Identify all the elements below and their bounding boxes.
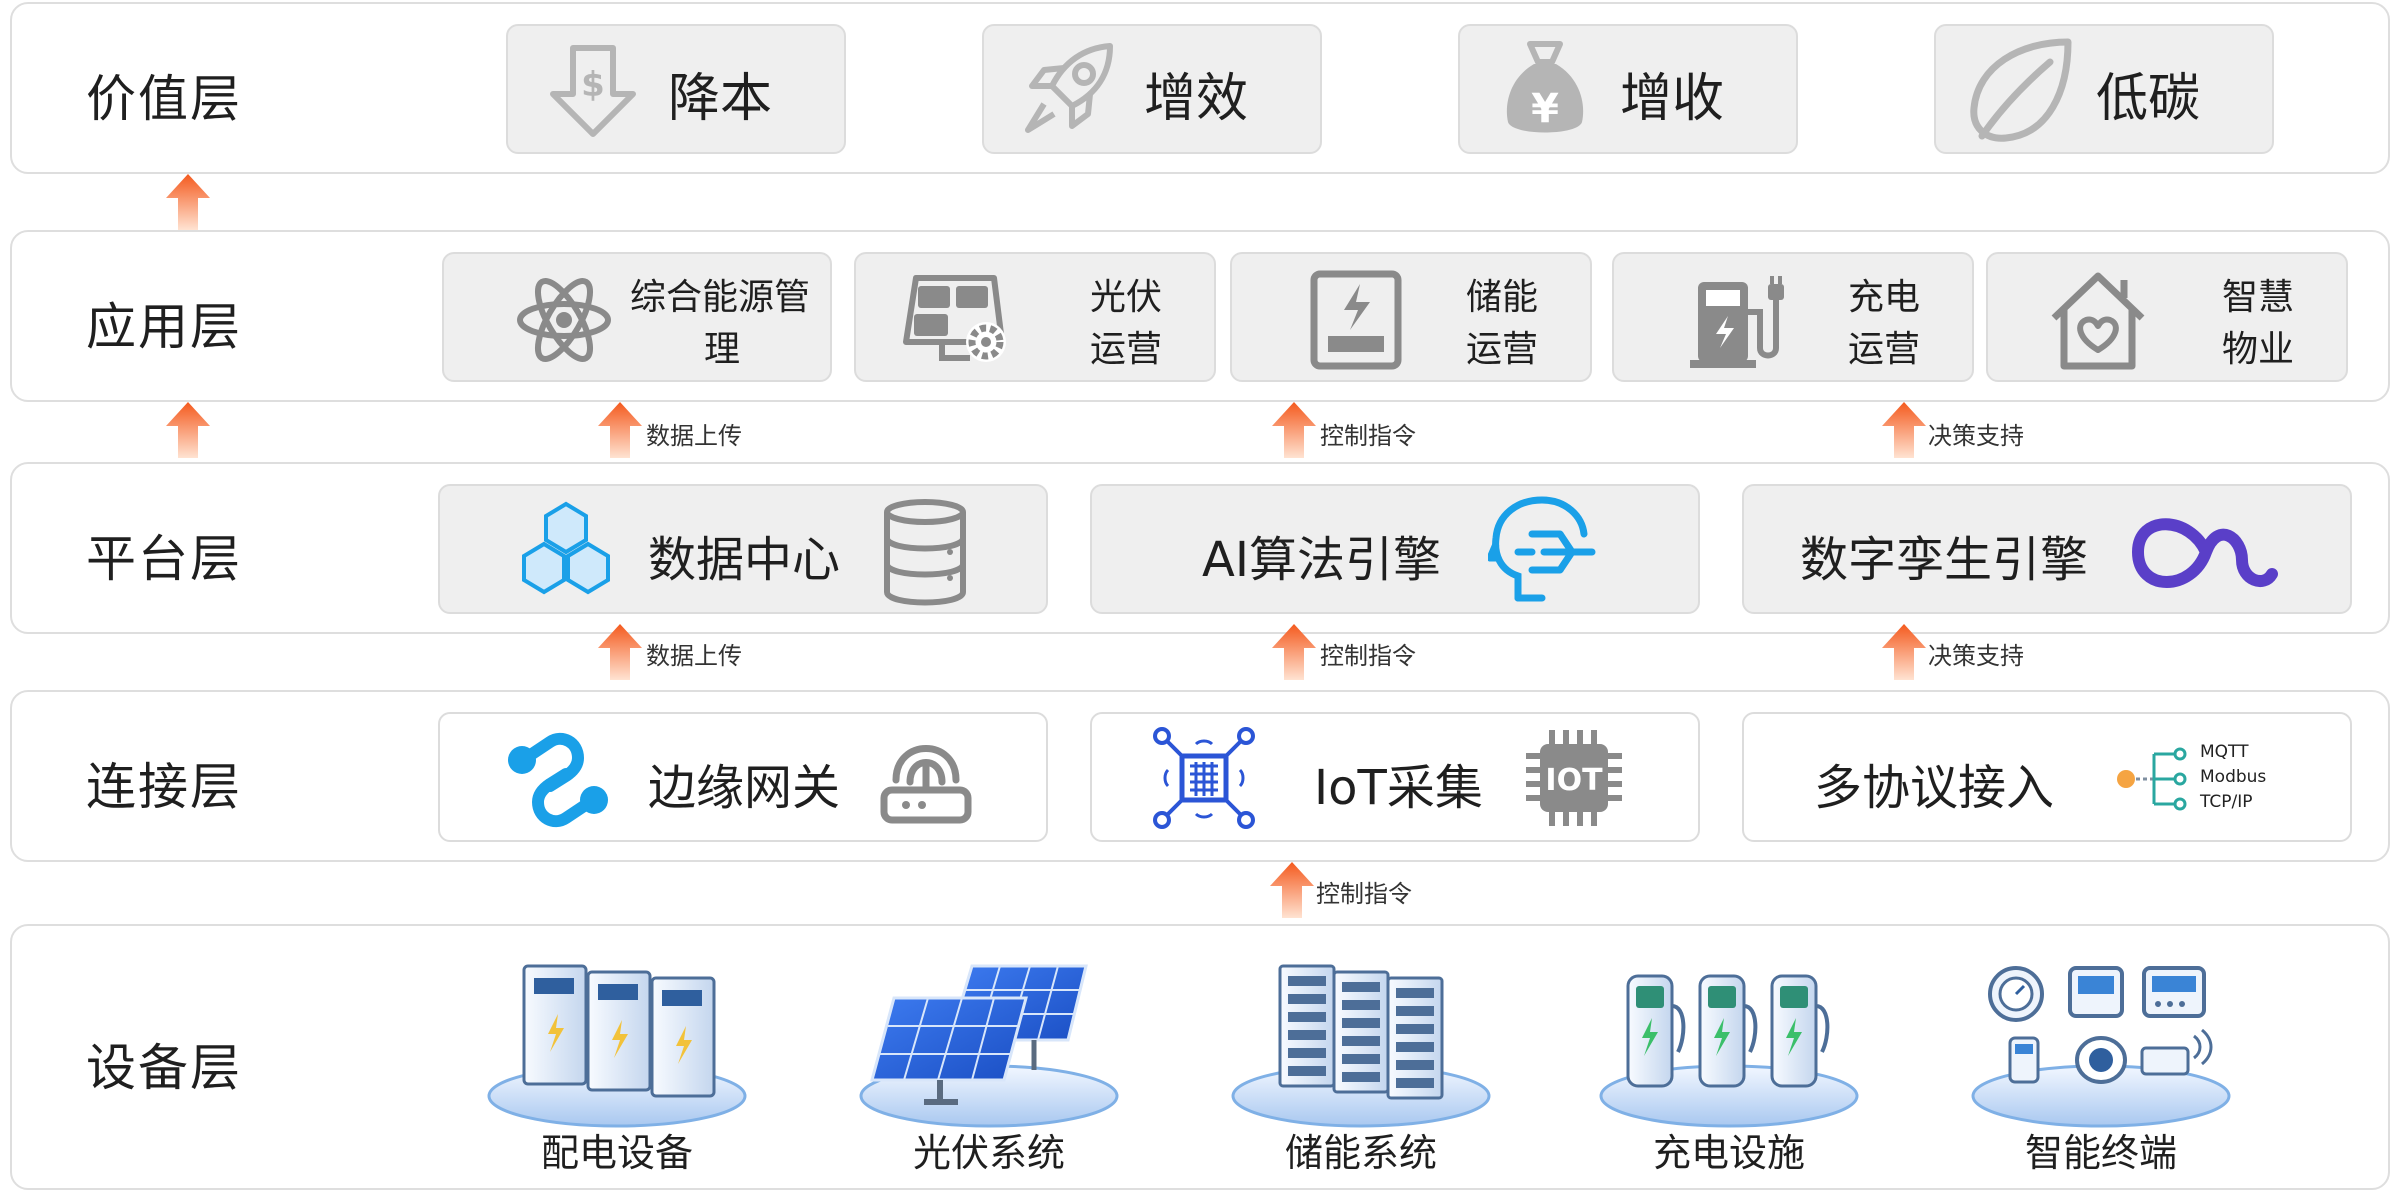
layer-title: 应用层 — [86, 298, 242, 356]
flow-label-decision: 决策支持 — [1928, 422, 2024, 450]
app-label-line1: 储能 — [1466, 277, 1539, 318]
app-label-line1: 充电 — [1848, 277, 1921, 318]
connection-label: IoT采集 — [1314, 760, 1483, 816]
connection-label: 多协议接入 — [1814, 760, 2055, 816]
flow-label-control: 控制指令 — [1320, 422, 1416, 450]
device-label: 光伏系统 — [912, 1131, 1065, 1175]
value-label: 低碳 — [2096, 69, 2201, 129]
connection-card-multi-protocol[interactable]: 多协议接入 MQTT Modbus TCP/IP — [1742, 712, 2352, 842]
platform-card-ai-engine[interactable]: AI算法引擎 — [1090, 484, 1700, 614]
atom-icon — [517, 278, 611, 362]
infinity-loop-icon — [2131, 518, 2278, 588]
up-arrow — [1272, 624, 1316, 680]
platform-card-digital-twin[interactable]: 数字孪生引擎 — [1742, 484, 2352, 614]
svg-text:$: $ — [581, 65, 605, 105]
up-arrow — [166, 174, 210, 230]
device-label: 充电设施 — [1652, 1131, 1805, 1175]
layer-title: 平台层 — [86, 530, 242, 588]
platform-layer: 平台层 数据中心 AI算法引擎 数字孪生引擎 — [10, 462, 2390, 634]
layer-title: 设备层 — [86, 1039, 242, 1097]
application-layer: 应用层 综合能源管 理 光伏 运营 — [10, 230, 2390, 402]
leaf-icon — [1970, 38, 2072, 142]
house-heart-icon — [2051, 272, 2145, 370]
platform-label: AI算法引擎 — [1202, 532, 1441, 588]
value-card-low-carbon[interactable]: 低碳 — [1934, 24, 2274, 154]
solar-panel-icon — [859, 964, 1119, 1128]
up-arrow — [1270, 862, 1314, 918]
up-arrow — [166, 402, 210, 458]
app-card-smart-property[interactable]: 智慧 物业 — [1986, 252, 2348, 382]
layer-title: 连接层 — [86, 758, 242, 816]
app-label-line2: 运营 — [1848, 329, 1921, 370]
charging-station-icon — [1599, 974, 1859, 1128]
database-icon — [884, 499, 966, 606]
platform-card-data-center[interactable]: 数据中心 — [438, 484, 1048, 614]
up-arrow — [598, 402, 642, 458]
app-card-pv-operation[interactable]: 光伏 运营 — [854, 252, 1216, 382]
money-bag-yen-icon: ¥ — [1506, 41, 1584, 133]
app-card-storage-operation[interactable]: 储能 运营 — [1230, 252, 1592, 382]
chip-network-icon — [1153, 727, 1255, 829]
connection-card-edge-gateway[interactable]: 边缘网关 — [438, 712, 1048, 842]
flow-label-control: 控制指令 — [1316, 880, 1412, 908]
device-layer: 设备层 配电设备 光伏系统 — [10, 924, 2390, 1190]
app-label-line1: 智慧 — [2222, 277, 2295, 318]
app-label-line2: 理 — [704, 329, 741, 370]
router-icon — [880, 745, 972, 824]
app-card-energy-management[interactable]: 综合能源管 理 — [442, 252, 832, 382]
distribution-cabinet-icon — [487, 964, 747, 1128]
app-card-charging-operation[interactable]: 充电 运营 — [1612, 252, 1974, 382]
flow-label-upload: 数据上传 — [646, 642, 742, 670]
connection-layer: 连接层 边缘网关 IoT采集 — [10, 690, 2390, 862]
value-card-revenue[interactable]: ¥ 增收 — [1458, 24, 1798, 154]
flow-label-control: 控制指令 — [1320, 642, 1416, 670]
protocol-label: MQTT — [2200, 742, 2249, 762]
device-label: 储能系统 — [1284, 1131, 1437, 1175]
device-label: 配电设备 — [540, 1131, 693, 1175]
value-layer: 价值层 $ 降本 增效 ¥ 增收 低碳 — [10, 2, 2390, 174]
flow-label-upload: 数据上传 — [646, 422, 742, 450]
smart-terminal-icon — [1971, 966, 2231, 1128]
app-label-line1: 光伏 — [1090, 277, 1163, 318]
device-label: 智能终端 — [2024, 1131, 2177, 1175]
value-card-efficiency[interactable]: 增效 — [982, 24, 1322, 154]
svg-text:¥: ¥ — [1531, 86, 1559, 132]
svg-text:IOT: IOT — [1545, 763, 1603, 798]
value-card-cost[interactable]: $ 降本 — [506, 24, 846, 154]
flow-label-decision: 决策支持 — [1928, 642, 2024, 670]
iot-chip-icon: IOT — [1526, 730, 1622, 826]
app-label-line2: 物业 — [2222, 329, 2295, 370]
protocol-label: TCP/IP — [2200, 792, 2253, 812]
platform-label: 数字孪生引擎 — [1800, 532, 2089, 588]
hexagon-cluster-icon — [522, 501, 610, 595]
up-arrow — [598, 624, 642, 680]
storage-rack-icon — [1231, 964, 1491, 1128]
connection-label: 边缘网关 — [648, 760, 841, 816]
protocol-label: Modbus — [2200, 767, 2267, 787]
up-arrow — [1882, 402, 1926, 458]
value-label: 增效 — [1144, 69, 1249, 129]
solar-panel-gear-icon — [903, 275, 1006, 362]
rocket-icon — [1025, 43, 1113, 133]
connection-card-iot-collection[interactable]: IoT采集 IOT — [1090, 712, 1700, 842]
app-label-line2: 运营 — [1090, 329, 1163, 370]
up-arrow — [1882, 624, 1926, 680]
ai-head-icon — [1488, 496, 1596, 602]
link-icon — [508, 732, 608, 828]
app-label-line1: 综合能源管 — [630, 277, 811, 318]
up-arrow — [1272, 402, 1316, 458]
value-label: 增收 — [1620, 69, 1725, 129]
charging-pump-icon — [1690, 276, 1784, 368]
dollar-down-arrow-icon: $ — [550, 45, 636, 137]
value-label: 降本 — [668, 69, 773, 129]
battery-box-icon — [1310, 270, 1402, 370]
platform-label: 数据中心 — [648, 532, 841, 588]
protocol-tree-icon — [2117, 747, 2187, 811]
app-label-line2: 运营 — [1466, 329, 1539, 370]
layer-title: 价值层 — [86, 70, 242, 128]
